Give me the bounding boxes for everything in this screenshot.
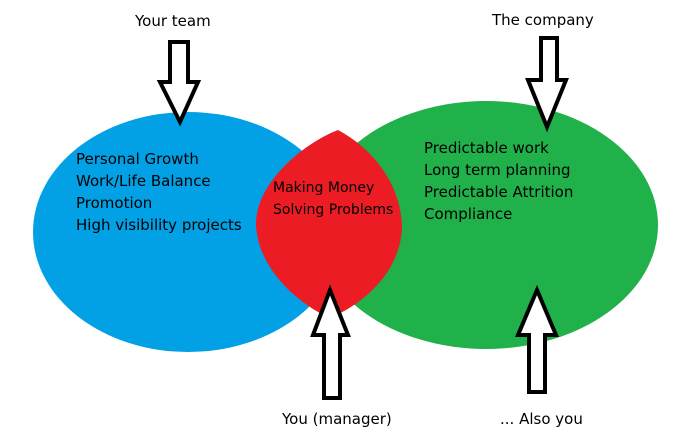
label-your-team: Your team	[135, 12, 211, 30]
overlap-lens	[255, 130, 402, 318]
team-circle	[33, 112, 343, 352]
list-item: Work/Life Balance	[76, 172, 211, 190]
company-items-list: Predictable work Long term planning Pred…	[424, 137, 573, 225]
team-items-list: Personal Growth Work/Life Balance Promot…	[76, 148, 242, 236]
list-item: Personal Growth	[76, 150, 199, 168]
label-also-you: ... Also you	[500, 410, 583, 428]
list-item: Predictable Attrition	[424, 183, 574, 201]
arrow-up-manager	[310, 284, 351, 400]
arrow-down-company	[525, 36, 569, 133]
list-item: Solving Problems	[273, 202, 394, 218]
list-item: Compliance	[424, 205, 513, 223]
list-item: Predictable work	[424, 139, 549, 157]
list-item: Promotion	[76, 194, 153, 212]
list-item: Long term planning	[424, 161, 571, 179]
arrow-up-also-you	[514, 284, 560, 394]
label-the-company: The company	[492, 11, 594, 29]
overlap-items-list: Making Money Solving Problems	[273, 177, 393, 221]
company-circle	[314, 101, 658, 349]
arrow-down-team	[156, 40, 202, 127]
list-item: Making Money	[273, 180, 375, 196]
label-you-manager: You (manager)	[282, 410, 392, 428]
list-item: High visibility projects	[76, 216, 242, 234]
